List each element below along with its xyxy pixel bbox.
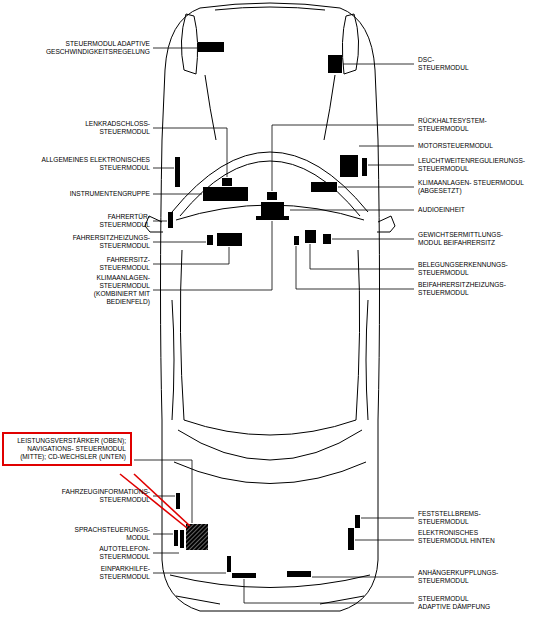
module-label: KLIMAANLAGEN- STEUERMODUL (ABGESETZT) [418, 179, 526, 195]
module-label: AUDIOEINHEIT [418, 206, 488, 214]
module-label: INSTRUMENTENGRUPPE [58, 190, 150, 198]
module-label: FAHRERSITZHEIZUNGS- STEUERMODUL [56, 234, 150, 250]
module-symbols [168, 42, 367, 578]
module-label: DSC- STEUERMODUL [418, 56, 474, 72]
module-label: STEUERMODUL ADAPTIVE GESCHWINDIGKEITSREG… [38, 40, 150, 56]
highlight-box: LEISTUNGSVERSTÄRKER (OBEN); NAVIGATIONS-… [2, 432, 132, 466]
module-label: BELEGUNGSERKENNUNGS- STEUERMODUL [418, 261, 510, 277]
module-label: GEWICHTSERMITTLUNGS- MODUL BEIFAHRERSITZ [418, 231, 514, 247]
module-label: ANHÄNGERKUPPLUNGS- STEUERMODUL [418, 569, 506, 585]
module-label: FESTSTELLBREMS- STEUERMODUL [418, 510, 494, 526]
module-label: SPRACHSTEUERUNGS- MODUL [66, 526, 150, 542]
module-label: BEIFAHRERSITZHEIZUNGS- STEUERMODUL [418, 281, 524, 297]
module-label: EINPARKHILFE- STEUERMODUL [86, 565, 150, 581]
module-label: KLIMAANLAGEN- STEUERMODUL (KOMBINIERT MI… [78, 274, 150, 306]
module-label: FAHRERTÜR- STEUERMODUL [90, 213, 150, 229]
module-label: LEUCHTWEITENREGULIERUNGS- STEUERMODUL [418, 157, 536, 173]
module-label: STEUERMODUL ADAPTIVE DÄMPFUNG [418, 595, 500, 611]
module-label: LENKRADSCHLOSS- STEUERMODUL [76, 120, 150, 136]
module-label: ELEKTRONISCHES STEUERMODUL HINTEN [418, 529, 502, 545]
module-label: RÜCKHALTESYSTEM- STEUERMODUL [418, 117, 498, 133]
module-label: ALLGEMEINES ELEKTRONISCHES STEUERMODUL [28, 156, 150, 172]
module-label: FAHRERSITZ- STEUERMODUL [90, 256, 150, 272]
module-label: MOTORSTEUERMODUL [418, 142, 508, 150]
module-label: AUTOTELEFON- STEUERMODUL [86, 545, 150, 561]
highlight-text: LEISTUNGSVERSTÄRKER (OBEN); NAVIGATIONS-… [8, 437, 126, 461]
module-label: FAHRZEUGINFORMATIONS- STEUERMODUL [48, 488, 150, 504]
